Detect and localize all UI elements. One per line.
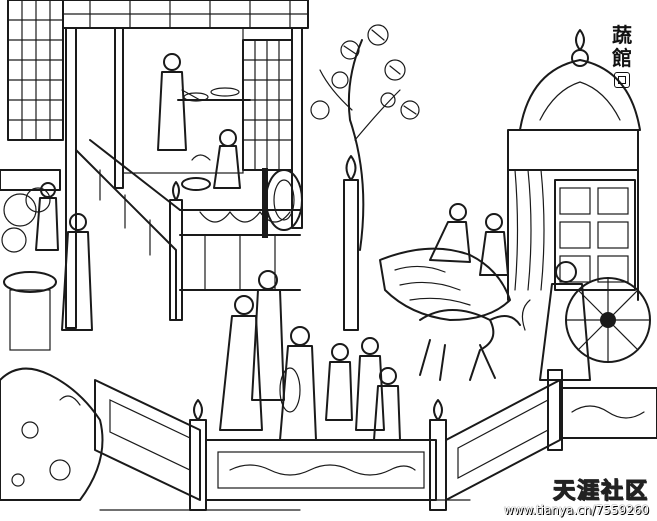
servant-figure bbox=[157, 53, 201, 151]
rider-figure bbox=[429, 203, 471, 263]
watermark: 天涯社区 www.tianya.cn/7559260 bbox=[503, 479, 649, 517]
horse bbox=[419, 309, 521, 381]
child-figure bbox=[325, 343, 353, 421]
attendant-figure bbox=[35, 182, 59, 251]
lattice-panel bbox=[554, 179, 636, 291]
canopy-pavilion bbox=[507, 29, 651, 381]
child-figure bbox=[181, 129, 241, 191]
ornamental-lantern bbox=[262, 168, 303, 238]
pillar bbox=[65, 27, 77, 329]
flowering-tree bbox=[310, 24, 420, 251]
group-of-figures bbox=[219, 270, 401, 441]
attendant-figure bbox=[61, 213, 93, 331]
title-char: 蔬 bbox=[612, 23, 632, 47]
left-garden bbox=[0, 169, 104, 501]
seal-stamp bbox=[614, 72, 630, 88]
pavilion-building bbox=[7, 0, 359, 331]
lady-figure bbox=[219, 295, 263, 431]
garden-post bbox=[343, 155, 359, 331]
canopy-curtains bbox=[514, 169, 545, 291]
rockery bbox=[0, 367, 104, 501]
watermark-site-name: 天涯社区 bbox=[552, 479, 649, 504]
ground-texture bbox=[99, 499, 471, 511]
lattice-screen-left bbox=[7, 0, 64, 141]
child-figure bbox=[355, 337, 385, 431]
watermark-url: www.tianya.cn/7559260 bbox=[503, 503, 649, 517]
noble-figure bbox=[521, 261, 591, 381]
title-char: 館 bbox=[612, 46, 632, 70]
print-title: 蔬 館 bbox=[611, 24, 633, 88]
stair-railing bbox=[75, 139, 183, 321]
chariot-procession bbox=[379, 203, 521, 381]
carriage-wheel bbox=[565, 277, 651, 363]
